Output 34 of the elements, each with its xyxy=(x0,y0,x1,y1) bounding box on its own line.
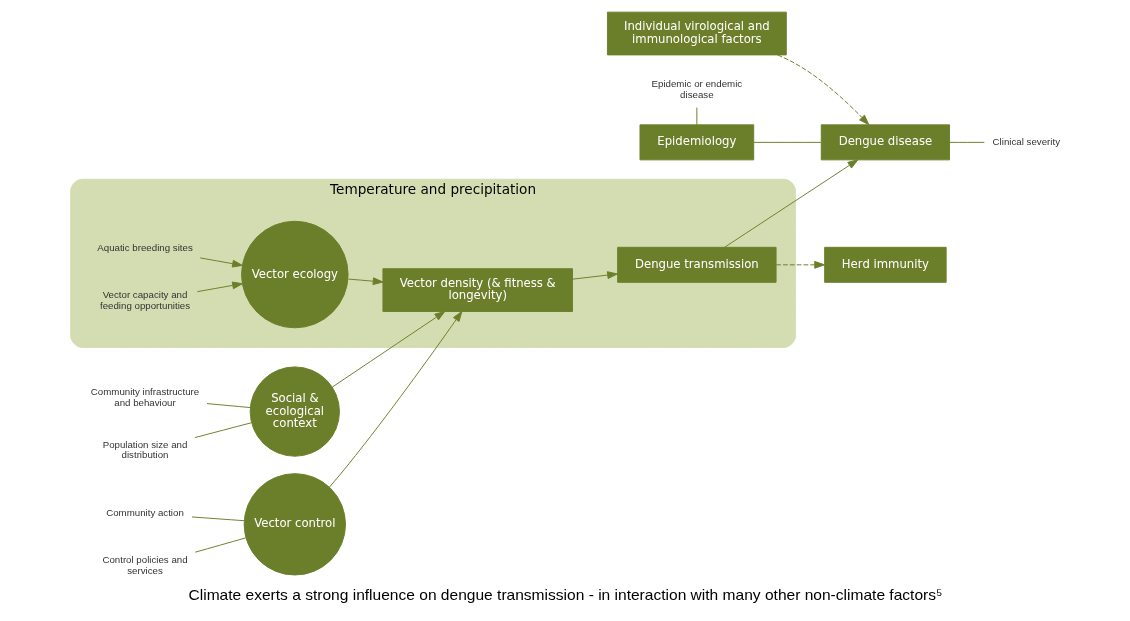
node-text: Vector capacity and feeding opportunities xyxy=(99,288,190,311)
arrow xyxy=(723,159,858,248)
connector xyxy=(948,141,985,143)
arrow xyxy=(347,277,383,286)
node-text: Epidemic or endemic disease xyxy=(651,77,742,100)
node-box: Herd immunity xyxy=(823,246,947,283)
connector xyxy=(206,403,251,409)
caption: Climate exerts a strong influence on dengue transmission - in interaction with many other non-climate factors⁵ xyxy=(188,585,942,603)
connector xyxy=(193,422,252,439)
arrow xyxy=(775,260,825,269)
node-circle: Vector control xyxy=(243,473,346,576)
node-box: Vector density (& fitness & longevity) xyxy=(381,268,573,312)
node-text: Community infrastructure and behaviour xyxy=(90,386,199,408)
node-circle: Social & ecological context xyxy=(249,366,340,457)
arrow xyxy=(196,281,243,293)
connector xyxy=(190,516,245,522)
node-text: Control policies and services xyxy=(101,554,188,576)
node-box: Dengue disease xyxy=(820,124,950,161)
node-text: Clinical severity xyxy=(992,135,1060,147)
connector xyxy=(752,141,821,143)
connector xyxy=(194,537,246,553)
node-circle: Vector ecology xyxy=(240,220,349,329)
connector xyxy=(695,107,697,126)
node-box: Dengue transmission xyxy=(616,246,777,283)
arrow xyxy=(328,311,462,488)
node-text: Population size and distribution xyxy=(102,438,187,461)
arrow xyxy=(776,54,869,126)
node-box: Epidemiology xyxy=(639,124,754,161)
node-text: Community action xyxy=(105,507,184,519)
node-box: Individual virological and immunological factors xyxy=(606,11,787,56)
arrow xyxy=(571,271,618,280)
node-text: Aquatic breeding sites xyxy=(96,241,193,253)
arrow xyxy=(199,257,243,268)
arrow xyxy=(331,311,445,388)
